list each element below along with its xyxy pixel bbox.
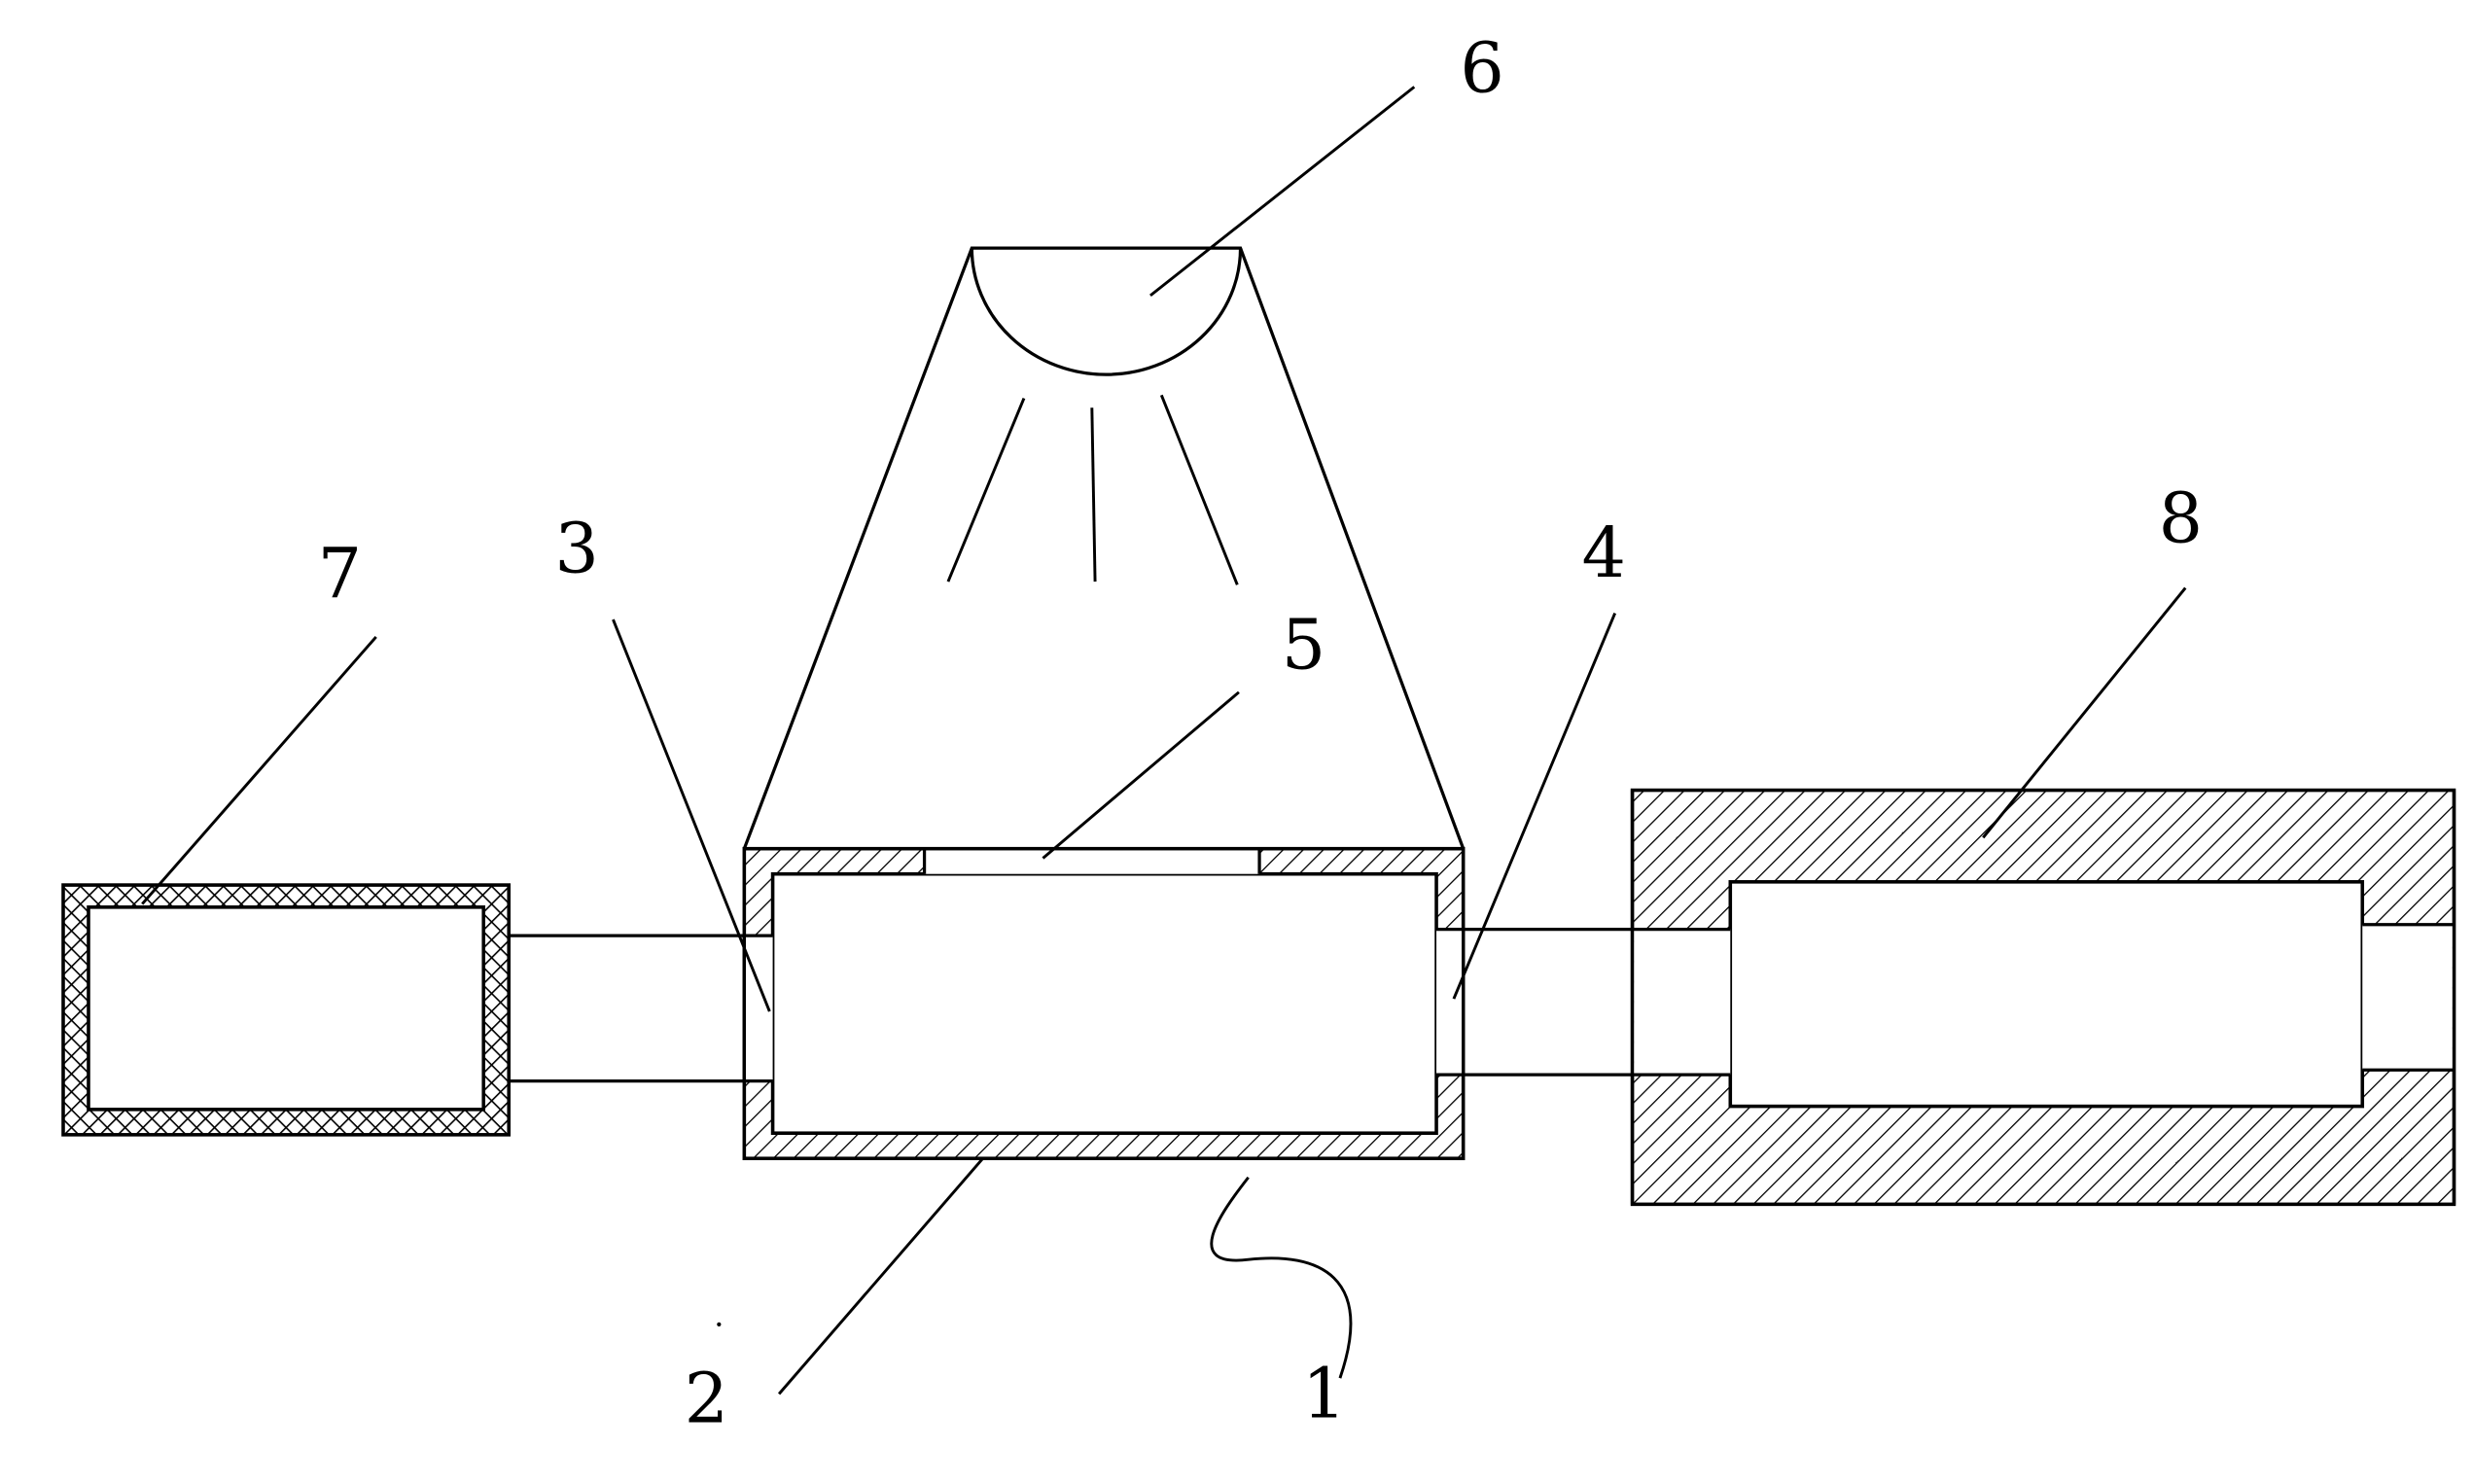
label-3: 3 (554, 508, 598, 588)
leader-line-7 (141, 635, 377, 905)
light-cone-outline (742, 246, 1466, 850)
reference-numerals: 6 7 3 5 4 8 2 1 (318, 27, 2204, 1438)
leader-line-2 (777, 1157, 984, 1396)
left-pipe (509, 934, 745, 1083)
light-ray-center (1090, 407, 1097, 583)
lamp-reflector (970, 248, 1243, 376)
leader-line-8 (1982, 586, 2187, 839)
box-8-right-opening (2362, 924, 2453, 1071)
box-8-left-opening (1634, 929, 1731, 1076)
light-ray-right (1159, 394, 1239, 585)
right-pipe (1463, 927, 1633, 1077)
light-ray-left (946, 397, 1026, 583)
box-8-interior (1728, 880, 2365, 1109)
leader-line-4 (1452, 612, 1617, 1000)
label-1: 1 (1302, 1354, 1346, 1434)
leader-line-5 (1042, 690, 1240, 860)
label-6: 6 (1460, 27, 1503, 108)
leader-line-6 (1149, 86, 1416, 298)
label-8: 8 (2159, 477, 2203, 558)
label-7: 7 (318, 533, 362, 614)
box-8 (1630, 788, 2456, 1207)
stray-dot (717, 1322, 722, 1326)
main-chamber-interior (770, 871, 1438, 1136)
main-chamber (742, 846, 1466, 1161)
leader-line-1 (1210, 1176, 1353, 1379)
label-5: 5 (1282, 604, 1325, 685)
top-window (924, 850, 1260, 874)
lamp-assembly (742, 246, 1466, 850)
leader-line-3 (612, 618, 771, 1012)
label-4: 4 (1582, 512, 1626, 593)
leader-lines (141, 86, 2187, 1396)
label-2: 2 (685, 1359, 728, 1439)
outlet-opening (1436, 929, 1463, 1076)
box-7-interior (87, 905, 486, 1112)
box-7 (61, 883, 512, 1137)
